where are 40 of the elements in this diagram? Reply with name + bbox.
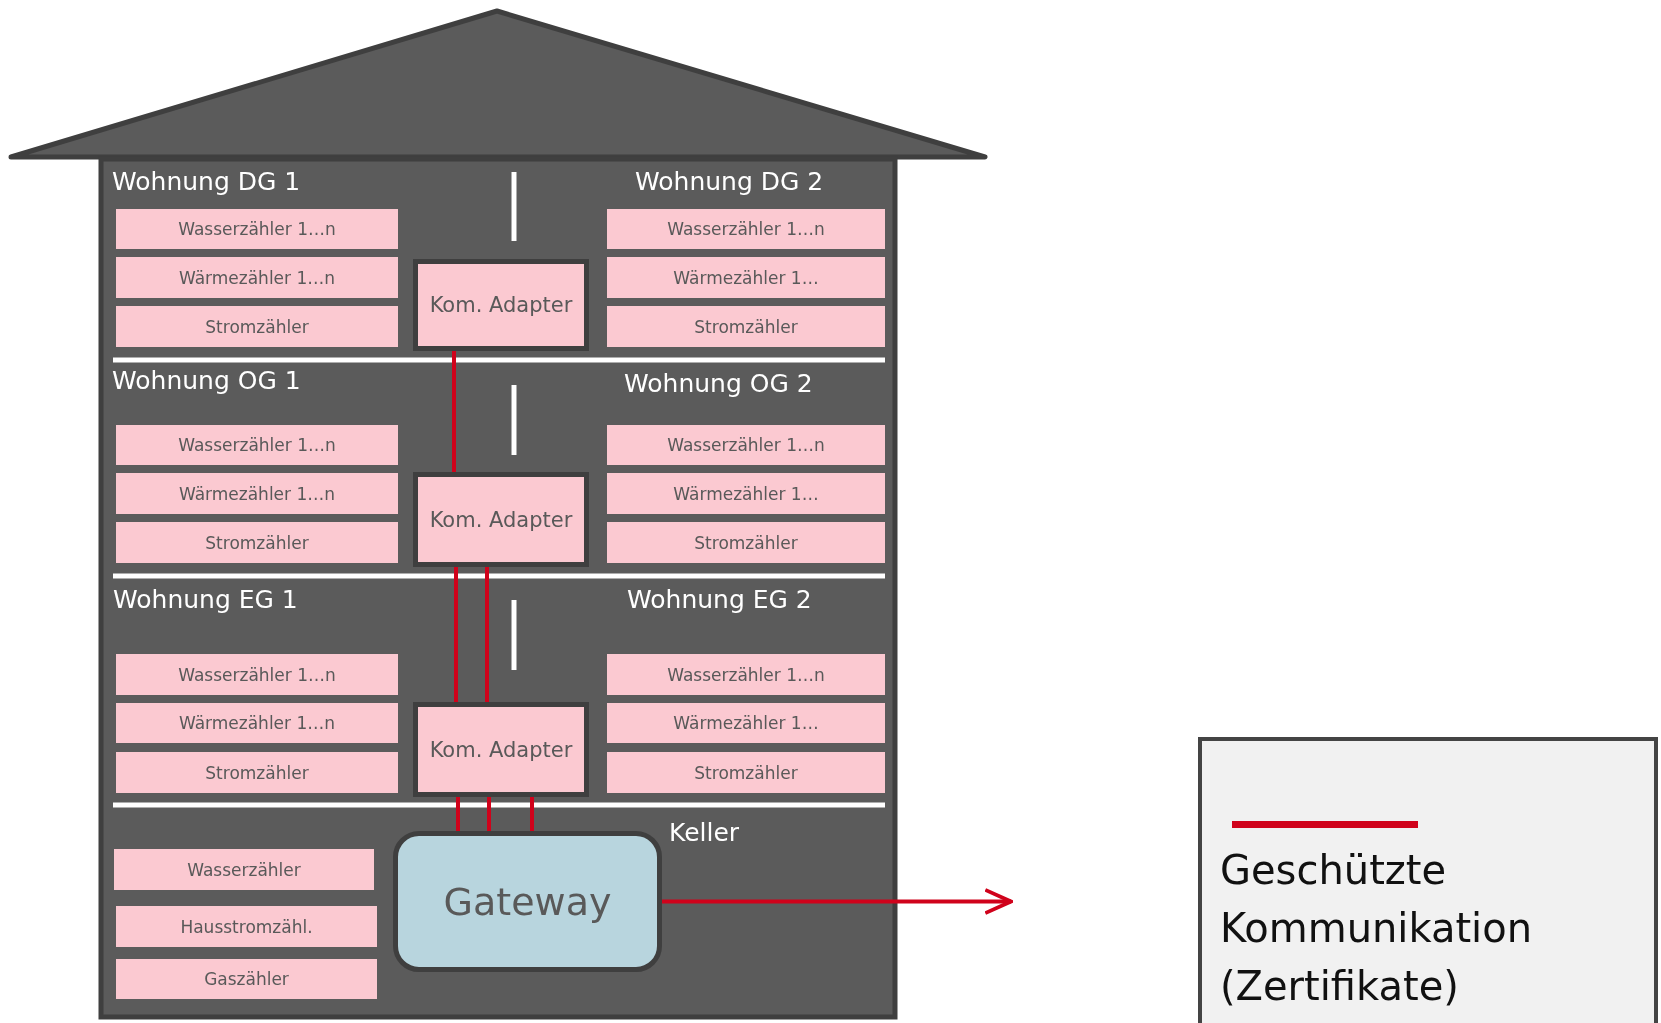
meter-box: Wärmezähler 1…n xyxy=(116,703,398,743)
gateway-box: Gateway xyxy=(393,831,662,972)
meter-box: Wasserzähler 1…n xyxy=(116,209,398,249)
apartment-label: Wohnung OG 1 xyxy=(112,366,301,395)
basement-label: Keller xyxy=(669,818,740,847)
meter-box: Stromzähler xyxy=(116,306,398,347)
meter-box: Wärmezähler 1… xyxy=(607,473,885,514)
meter-box: Wärmezähler 1…n xyxy=(116,473,398,514)
meter-box: Stromzähler xyxy=(116,522,398,563)
meter-box: Stromzähler xyxy=(607,522,885,563)
meter-box: Wärmezähler 1…n xyxy=(116,257,398,298)
connector-line xyxy=(485,567,489,702)
apartment-label: Wohnung EG 2 xyxy=(627,585,812,614)
meter-box: Hausstromzähl. xyxy=(116,906,377,947)
meter-box: Wasserzähler 1…n xyxy=(607,425,885,465)
adapter-box: Kom. Adapter xyxy=(413,472,589,567)
connector-line xyxy=(530,797,534,831)
meter-box: Wasserzähler 1…n xyxy=(607,654,885,695)
meter-box: Wärmezähler 1… xyxy=(607,703,885,743)
apartment-label: Wohnung DG 2 xyxy=(635,167,824,196)
meter-box: Stromzähler xyxy=(116,752,398,793)
connector-line xyxy=(456,797,460,831)
legend-text: Geschützte Kommunikation (Zertifikate) xyxy=(1220,846,1534,1011)
meter-box: Gaszähler xyxy=(116,959,377,999)
connector-line xyxy=(454,567,458,702)
meter-box: Wasserzähler 1…n xyxy=(116,425,398,465)
adapter-box: Kom. Adapter xyxy=(413,259,589,351)
apartment-label: Wohnung OG 2 xyxy=(624,369,813,398)
adapter-box: Kom. Adapter xyxy=(413,702,589,797)
apartment-label: Wohnung EG 1 xyxy=(113,585,298,614)
meter-box: Stromzähler xyxy=(607,752,885,793)
meter-box: Wasserzähler 1…n xyxy=(116,654,398,695)
meter-box: Wasserzähler 1…n xyxy=(607,209,885,249)
meter-box: Wärmezähler 1… xyxy=(607,257,885,298)
connector-line xyxy=(452,351,456,472)
apartment-label: Wohnung DG 1 xyxy=(112,167,301,196)
arrow xyxy=(662,887,1013,916)
meter-box: Wasserzähler xyxy=(114,849,374,890)
meter-box: Stromzähler xyxy=(607,306,885,347)
connector-line xyxy=(487,797,491,831)
